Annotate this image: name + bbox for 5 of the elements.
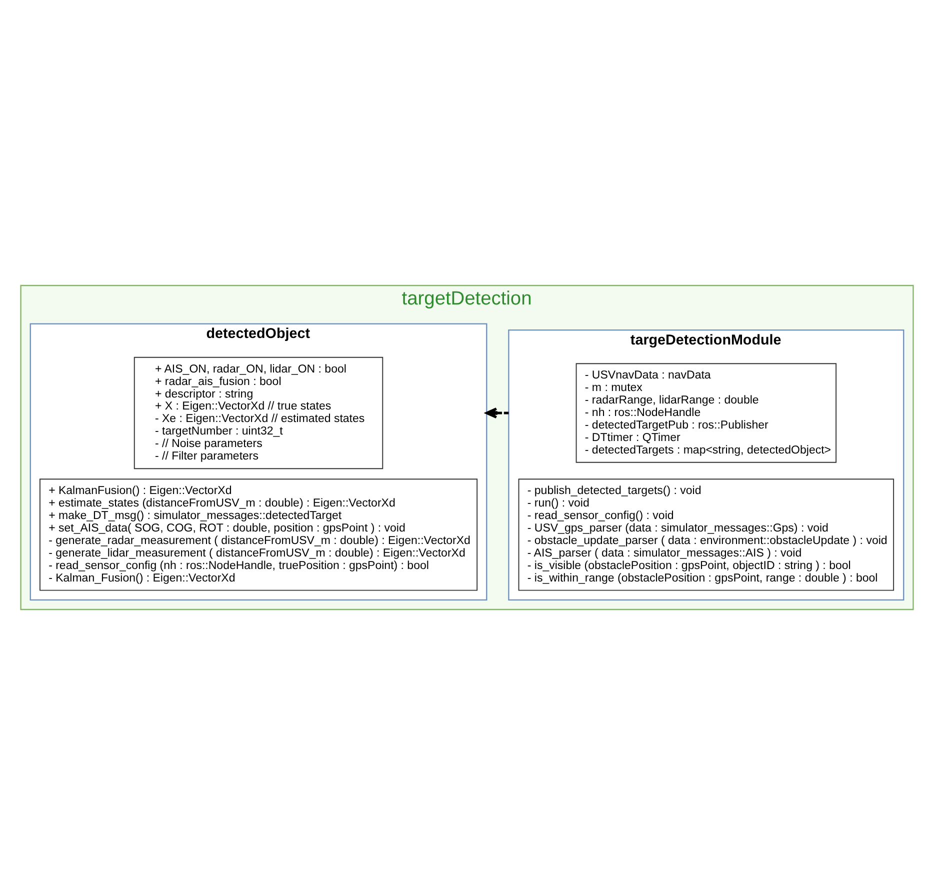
node-box: + AIS_ON, radar_ON, lidar_ON : bool + radar_ais_fusion : bool + descriptor : string + X : Eigen::VectorXd // true states - Xe : Eigen::VectorXd // estimated states - targetNumber : uint32_t - // Noise parameters - // Filter parameters [134,356,384,470]
node-box: + KalmanFusion() : Eigen::VectorXd + estimate_states (distanceFromUSV_m : double) : Eigen::VectorXd + make_DT_msg() : simulator_messages::detectedTarget + set_AIS_data( SOG, COG, ROT : double, position : gpsPoint ) : void - generate_radar_measurement ( distanceFromUSV_m : double) : Eigen::VectorXd - generate_lidar_measurement ( distanceFromUSV_m : double) : Eigen::VectorXd - read_sensor_config (nh : ros::NodeHandle, truePosition : gpsPoint) : bool - Kalman_Fusion() : Eigen::VectorXd [39,478,478,591]
arrow [485,407,509,418]
node-box: - publish_detected_targets() : void - run() : void - read_sensor_config() : void - USV_gps_parser (data : simulator_messages::Gps) : void - obstacle_update_parser ( data : environment::obstacleUpdate ) : void - AIS_parser ( data : simulator_messages::AIS ) : void - is_visible (obstaclePosition : gpsPoint, objectID : string ) : bool - is_within_range (obstaclePosition : gpsPoint, range : double ) : bool [518,478,894,591]
node-box: - USVnavData : navData - m : mutex - radarRange, lidarRange : double - nh : ros::NodeHandle - detectedTargetPub : ros::Publisher - DTtimer : QTimer - detectedTargets : map<string, detectedObject> [576,363,837,463]
